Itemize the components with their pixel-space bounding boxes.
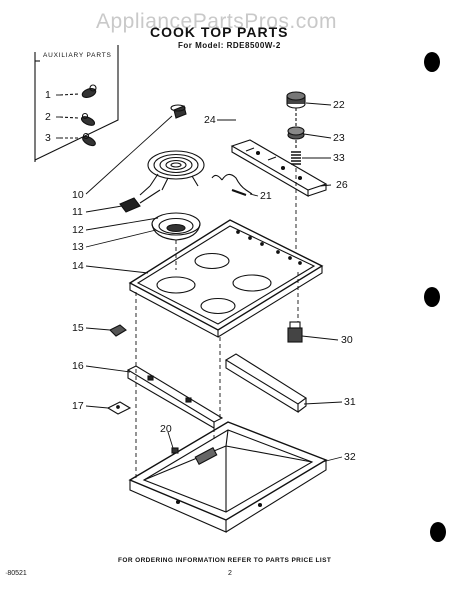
watermark: AppliancePartsPros.com bbox=[96, 10, 337, 33]
part-30-switch bbox=[287, 321, 303, 343]
callout-21: 21 bbox=[260, 190, 272, 202]
part-24-terminal-block bbox=[170, 104, 187, 119]
callout-23: 23 bbox=[333, 132, 345, 144]
callout-33: 33 bbox=[333, 152, 345, 164]
callout-1: 1 bbox=[45, 89, 51, 101]
aux-part-2 bbox=[59, 112, 96, 126]
ordering-footer: FOR ORDERING INFORMATION REFER TO PARTS … bbox=[118, 557, 332, 564]
callout-30: 30 bbox=[341, 334, 353, 346]
part-17-clip bbox=[106, 401, 132, 415]
callout-32: 32 bbox=[344, 451, 356, 463]
callout-12: 12 bbox=[72, 224, 84, 236]
aux-part-3 bbox=[60, 132, 96, 147]
binder-holes bbox=[424, 52, 446, 542]
page-code: ·80521 bbox=[5, 570, 27, 577]
callout-26: 26 bbox=[336, 179, 348, 191]
part-11-receptacle bbox=[119, 189, 161, 213]
part-23-knob-insert bbox=[287, 108, 305, 140]
part-26-control-panel bbox=[230, 139, 328, 197]
callout-20: 20 bbox=[160, 423, 172, 435]
assembly-lines bbox=[135, 168, 299, 480]
page-title: COOK TOP PARTS bbox=[150, 24, 289, 40]
part-20-screw bbox=[171, 447, 179, 454]
callout-14: 14 bbox=[72, 260, 84, 272]
part-10-surface-element bbox=[139, 150, 205, 196]
page-number: 2 bbox=[228, 570, 232, 577]
leader-lines bbox=[56, 94, 343, 463]
part-16-front-bracket bbox=[126, 365, 224, 429]
auxiliary-parts-label: AUXILIARY PARTS bbox=[43, 52, 112, 59]
callout-16: 16 bbox=[72, 360, 84, 372]
part-14-cooktop bbox=[128, 219, 324, 338]
callout-13: 13 bbox=[72, 241, 84, 253]
auxiliary-parts-box bbox=[34, 45, 119, 162]
part-15-clip bbox=[109, 324, 127, 337]
part-32-burner-box bbox=[128, 421, 328, 533]
callout-22: 22 bbox=[333, 99, 345, 111]
part-31-rear-bracket bbox=[224, 353, 307, 413]
callout-17: 17 bbox=[72, 400, 84, 412]
aux-part-1 bbox=[59, 84, 97, 99]
part-33-spring bbox=[291, 140, 301, 165]
callout-15: 15 bbox=[72, 322, 84, 334]
part-22-control-knob bbox=[286, 91, 306, 109]
callout-2: 2 bbox=[45, 111, 51, 123]
callout-31: 31 bbox=[344, 396, 356, 408]
model-line: For Model: RDE8500W-2 bbox=[178, 41, 281, 50]
callout-11: 11 bbox=[72, 206, 83, 218]
callout-3: 3 bbox=[45, 132, 51, 144]
callout-10: 10 bbox=[72, 189, 84, 201]
callout-24: 24 bbox=[204, 114, 216, 126]
part-21-wire-harness bbox=[211, 173, 253, 196]
part-12-drip-bowl bbox=[151, 212, 201, 241]
